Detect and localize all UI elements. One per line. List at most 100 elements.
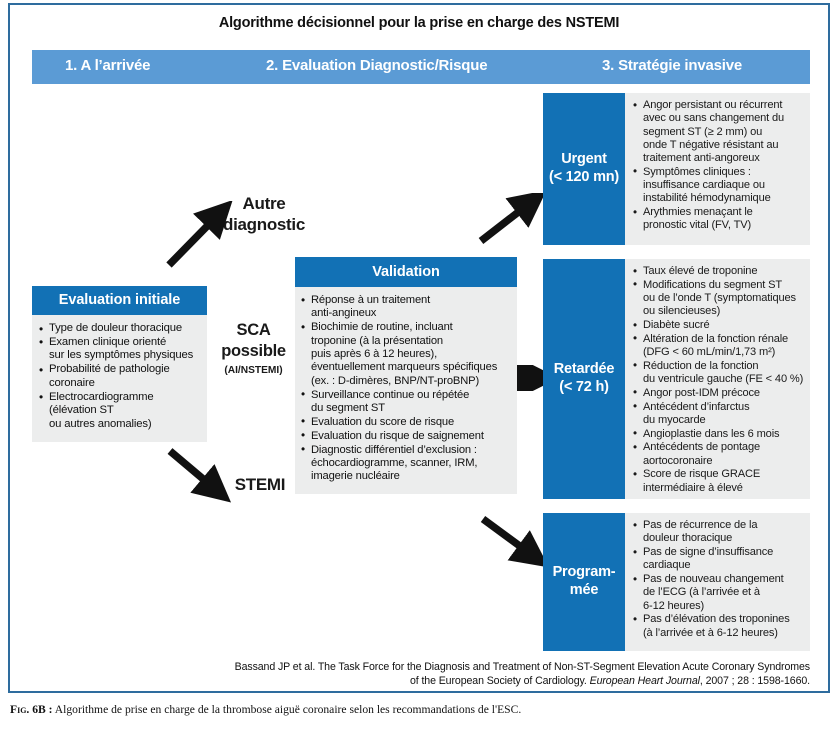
citation-journal: European Heart Journal xyxy=(589,675,700,688)
list-item-cont: du myocarde xyxy=(643,413,706,426)
branch-label-line2: possible xyxy=(221,341,286,360)
list-item-cont: de l’ECG (à l’arrivée et à xyxy=(643,586,760,599)
list-item-cont: avec ou sans changement du xyxy=(643,112,785,125)
list-item-cont: éventuellement marqueurs spécifiques xyxy=(311,361,498,374)
list-item-cont: 6-12 heures) xyxy=(643,599,705,612)
list-item: Evaluation du risque de saignement xyxy=(301,429,513,443)
citation-line-2a: of the European Society of Cardiology. xyxy=(409,675,590,688)
strategy-retardee-title: Retardée (< 72 h) xyxy=(543,259,625,499)
evaluation-initiale-list: Type de douleur thoracique Examen cliniq… xyxy=(39,321,201,431)
list-item-text: Pas de récurrence de la xyxy=(643,519,758,531)
list-item: Surveillance continue ou répétée du segm… xyxy=(301,388,513,416)
list-item-text: Electrocardiogramme xyxy=(49,390,154,403)
list-item-text: Examen clinique orienté xyxy=(49,335,167,348)
figure-caption-text: Algorithme de prise en charge de la thro… xyxy=(52,703,522,716)
list-item-cont: du segment ST xyxy=(311,402,385,414)
list-item-text: Arythmies menaçant le xyxy=(643,206,753,218)
list-item: Pas de signe d’insuffisance cardiaque xyxy=(633,546,806,573)
list-item-cont: (à l’arrivée et à 6-12 heures) xyxy=(643,626,778,639)
phase-label-evaluation: 2. Evaluation Diagnostic/Risque xyxy=(266,57,488,74)
evaluation-initiale-panel: Evaluation initiale Type de douleur thor… xyxy=(32,286,207,442)
arrow-to-autre-diagnostic xyxy=(166,201,233,268)
list-item: Examen clinique orienté sur les symptôme… xyxy=(39,335,201,363)
list-item: Score de risque GRACE intermédiaire à él… xyxy=(633,468,806,495)
list-item-text: Diagnostic différentiel d’exclusion : xyxy=(311,443,477,456)
list-item: Electrocardiogramme (élévation ST ou aut… xyxy=(39,390,201,431)
validation-panel: Validation Réponse à un traitement anti-… xyxy=(295,257,517,495)
figure-frame: Algorithme décisionnel pour la prise en … xyxy=(8,3,830,693)
branch-label-autre-diagnostic: Autre diagnostic xyxy=(210,193,318,236)
branch-label-line1: SCA xyxy=(236,321,271,339)
list-item-text: Pas de signe d’insuffisance xyxy=(643,546,774,558)
list-item-cont: coronaire xyxy=(49,376,95,389)
strategy-programmee-list: Pas de récurrence de la douleur thoraciq… xyxy=(633,519,806,640)
list-item: Antécédents de pontage aortocoronaire xyxy=(633,441,806,468)
list-item-text: Type de douleur thoracique xyxy=(49,322,183,334)
list-item-text: Angor post-IDM précoce xyxy=(643,386,760,399)
list-item: Biochimie de routine, incluant troponine… xyxy=(301,321,513,388)
list-item: Angioplastie dans les 6 mois xyxy=(633,427,806,441)
list-item: Pas d’élévation des troponines (à l’arri… xyxy=(633,613,806,640)
list-item-cont: aortocoronaire xyxy=(643,454,713,467)
list-item-cont: puis après 6 à 12 heures), xyxy=(311,348,438,360)
validation-title: Validation xyxy=(295,257,517,287)
list-item: Arythmies menaçant le pronostic vital (F… xyxy=(633,206,806,233)
list-item: Symptômes cliniques : insuffisance cardi… xyxy=(633,165,806,206)
arrow-to-programmee xyxy=(480,515,548,568)
list-item: Evaluation du score de risque xyxy=(301,415,513,429)
phase-header-bar: 1. A l’arrivée 2. Evaluation Diagnostic/… xyxy=(32,50,810,84)
strategy-panel-retardee: Retardée (< 72 h) Taux élevé de troponin… xyxy=(543,259,810,499)
list-item: Pas de récurrence de la douleur thoraciq… xyxy=(633,519,806,546)
list-item: Probabilité de pathologie coronaire xyxy=(39,363,201,390)
phase-label-strategie: 3. Stratégie invasive xyxy=(602,57,743,74)
list-item-text: Angor persistant ou récurrent xyxy=(643,99,783,111)
list-item-cont: douleur thoracique xyxy=(643,532,733,545)
list-item-text: Symptômes cliniques : xyxy=(643,165,751,178)
strategy-urgent-body: Angor persistant ou récurrent avec ou sa… xyxy=(625,93,810,245)
list-item-text: Biochimie de routine, incluant xyxy=(311,321,453,334)
evaluation-initiale-title: Evaluation initiale xyxy=(32,286,207,315)
list-item-cont: ou autres anomalies) xyxy=(49,417,152,430)
list-item-text: Diabète sucré xyxy=(643,319,710,331)
list-item-cont: ou de l’onde T (symptomatiques xyxy=(643,292,796,304)
list-item: Pas de nouveau changement de l’ECG (à l’… xyxy=(633,573,806,613)
list-item: Type de douleur thoracique xyxy=(39,321,201,336)
list-item-cont: cardiaque xyxy=(643,559,691,572)
strategy-urgent-list: Angor persistant ou récurrent avec ou sa… xyxy=(633,98,806,233)
list-item-cont: sur les symptômes physiques xyxy=(49,349,194,362)
list-item-cont: pronostic vital (FV, TV) xyxy=(643,219,751,232)
list-item: Altération de la fonction rénale (DFG < … xyxy=(633,332,806,360)
validation-list: Réponse à un traitement anti-angineux Bi… xyxy=(301,294,513,484)
strategy-title-line2: (< 72 h) xyxy=(559,379,609,395)
list-item-text: Probabilité de pathologie xyxy=(49,363,170,376)
list-item-cont: intermédiaire à élevé xyxy=(643,481,743,494)
list-item-text: Altération de la fonction rénale xyxy=(643,332,789,345)
strategy-title-line1: Retardée xyxy=(553,361,615,378)
strategy-title-line1: Urgent xyxy=(561,151,607,168)
list-item-cont: (DFG < 60 mL/min/1,73 m²) xyxy=(643,346,776,358)
list-item: Angor post-IDM précoce xyxy=(633,386,806,400)
list-item-cont: instabilité hémodynamique xyxy=(643,192,771,205)
list-item: Taux élevé de troponine xyxy=(633,264,806,278)
list-item-text: Score de risque GRACE xyxy=(643,468,761,481)
page-title: Algorithme décisionnel pour la prise en … xyxy=(218,15,620,31)
list-item-text: Modifications du segment ST xyxy=(643,278,783,291)
strategy-title-line1: Program- xyxy=(552,564,616,581)
branch-label-sca-possible: SCA possible (AI/NSTEMI) xyxy=(206,320,301,378)
list-item: Modifications du segment ST ou de l’onde… xyxy=(633,278,806,319)
list-item-text: Evaluation du risque de saignement xyxy=(311,429,484,442)
citation-line-1: Bassand JP et al. The Task Force for the… xyxy=(234,661,810,673)
list-item-cont: imagerie nucléaire xyxy=(311,470,400,483)
strategy-title-line2: mée xyxy=(569,582,599,598)
list-item-cont: (ex. : D-dimères, BNP/NT-proBNP) xyxy=(311,374,480,387)
branch-label-line1: Autre xyxy=(242,194,286,213)
strategy-panel-programmee: Program- mée Pas de récurrence de la dou… xyxy=(543,513,810,651)
evaluation-initiale-body: Type de douleur thoracique Examen cliniq… xyxy=(32,315,207,442)
strategy-retardee-list: Taux élevé de troponine Modifications du… xyxy=(633,264,806,495)
list-item: Diabète sucré xyxy=(633,318,806,332)
list-item: Diagnostic différentiel d’exclusion : éc… xyxy=(301,443,513,484)
list-item: Réponse à un traitement anti-angineux xyxy=(301,294,513,321)
list-item-cont: troponine (à la présentation xyxy=(311,334,444,347)
arrow-to-urgent xyxy=(478,193,546,244)
list-item-text: Pas de nouveau changement xyxy=(643,573,784,585)
